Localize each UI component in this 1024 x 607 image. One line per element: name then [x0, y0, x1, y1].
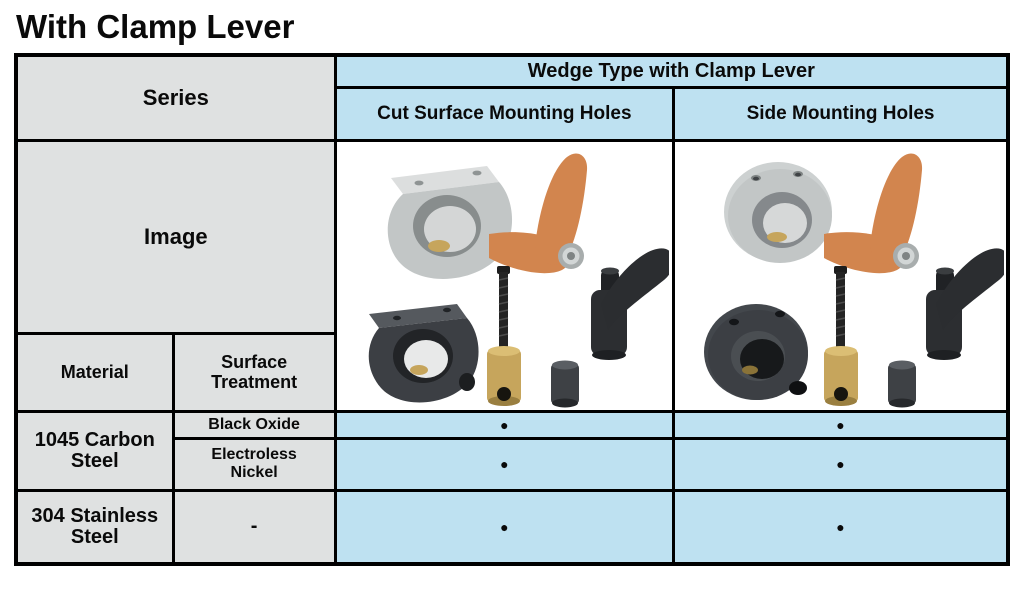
set-screw [499, 271, 509, 348]
material-header-cell: Material [14, 331, 175, 413]
treatment-label: Electroless Nickel [211, 446, 297, 481]
table-row: 1045 Carbon Steel Black Oxide ● ● [14, 409, 1010, 492]
brass-wedge [487, 349, 522, 402]
table-row: Cut Surface Mounting Holes Side Mounting… [16, 85, 1010, 142]
spacer-cylinder [551, 363, 580, 404]
table-row: Electroless Nickel ● ● [16, 436, 1010, 492]
side-mount-collar-photo-illustration [703, 152, 1004, 407]
product-image-side-mounting-holes [672, 138, 1010, 413]
table-row: Image [14, 138, 1010, 413]
table-row: Material Surface Treatment [14, 331, 1008, 413]
treatment-cell-black-oxide: Black Oxide [171, 409, 337, 440]
table-row: Series Wedge Type with Clamp Lever [14, 53, 1010, 142]
availability-side-304-stainless: ● [672, 488, 1010, 566]
availability-side-electroless-nickel: ● [672, 436, 1010, 492]
clamp-lever-blade [535, 152, 588, 265]
catalog-page: With Clamp Lever Series Wedge Type with … [14, 8, 1010, 566]
material-cell-1045-carbon-steel: 1045 Carbon Steel [14, 409, 175, 492]
mounting-hole-icon [472, 170, 482, 175]
page-title: With Clamp Lever [16, 8, 295, 45]
spacer-cylinder [887, 363, 916, 404]
availability-side-black-oxide: ● [672, 409, 1010, 440]
mounting-hole-icon [414, 180, 424, 185]
brass-wedge [823, 349, 858, 402]
series-header-cell: Series [14, 53, 337, 142]
clamp-lever-blade [869, 152, 922, 265]
column-header-cut-surface-mounting-holes: Cut Surface Mounting Holes [333, 85, 676, 142]
treatment-cell-none: - [171, 488, 337, 566]
table-row: 304 Stainless Steel - ● ● [14, 488, 1010, 566]
treatment-cell-electroless-nickel: Electroless Nickel [171, 436, 337, 492]
surface-treatment-header-label: Surface Treatment [211, 351, 298, 393]
availability-cut-surface-electroless-nickel: ● [333, 436, 676, 492]
availability-cut-surface-304-stainless: ● [333, 488, 676, 566]
product-image-cut-surface-mounting-holes [333, 138, 676, 413]
mounting-hole-icon [728, 318, 739, 325]
column-header-side-mounting-holes: Side Mounting Holes [672, 85, 1010, 142]
material-label: 304 Stainless Steel [31, 504, 159, 548]
black-clamp-lever-blade [935, 247, 1004, 330]
availability-cut-surface-black-oxide: ● [333, 409, 676, 440]
set-screw [835, 271, 845, 348]
group-header-cell: Wedge Type with Clamp Lever [333, 53, 1010, 89]
image-row-label: Image [14, 138, 337, 335]
material-label: 1045 Carbon Steel [34, 428, 155, 472]
clamp-lever-spec-table: Series Wedge Type with Clamp Lever Cut S… [14, 53, 1010, 566]
surface-treatment-header-cell: Surface Treatment [171, 331, 337, 413]
material-cell-304-stainless-steel: 304 Stainless Steel [14, 488, 175, 566]
cut-surface-collar-photo-illustration [369, 152, 670, 407]
black-clamp-lever-blade [601, 247, 670, 330]
mounting-hole-icon [774, 310, 785, 317]
